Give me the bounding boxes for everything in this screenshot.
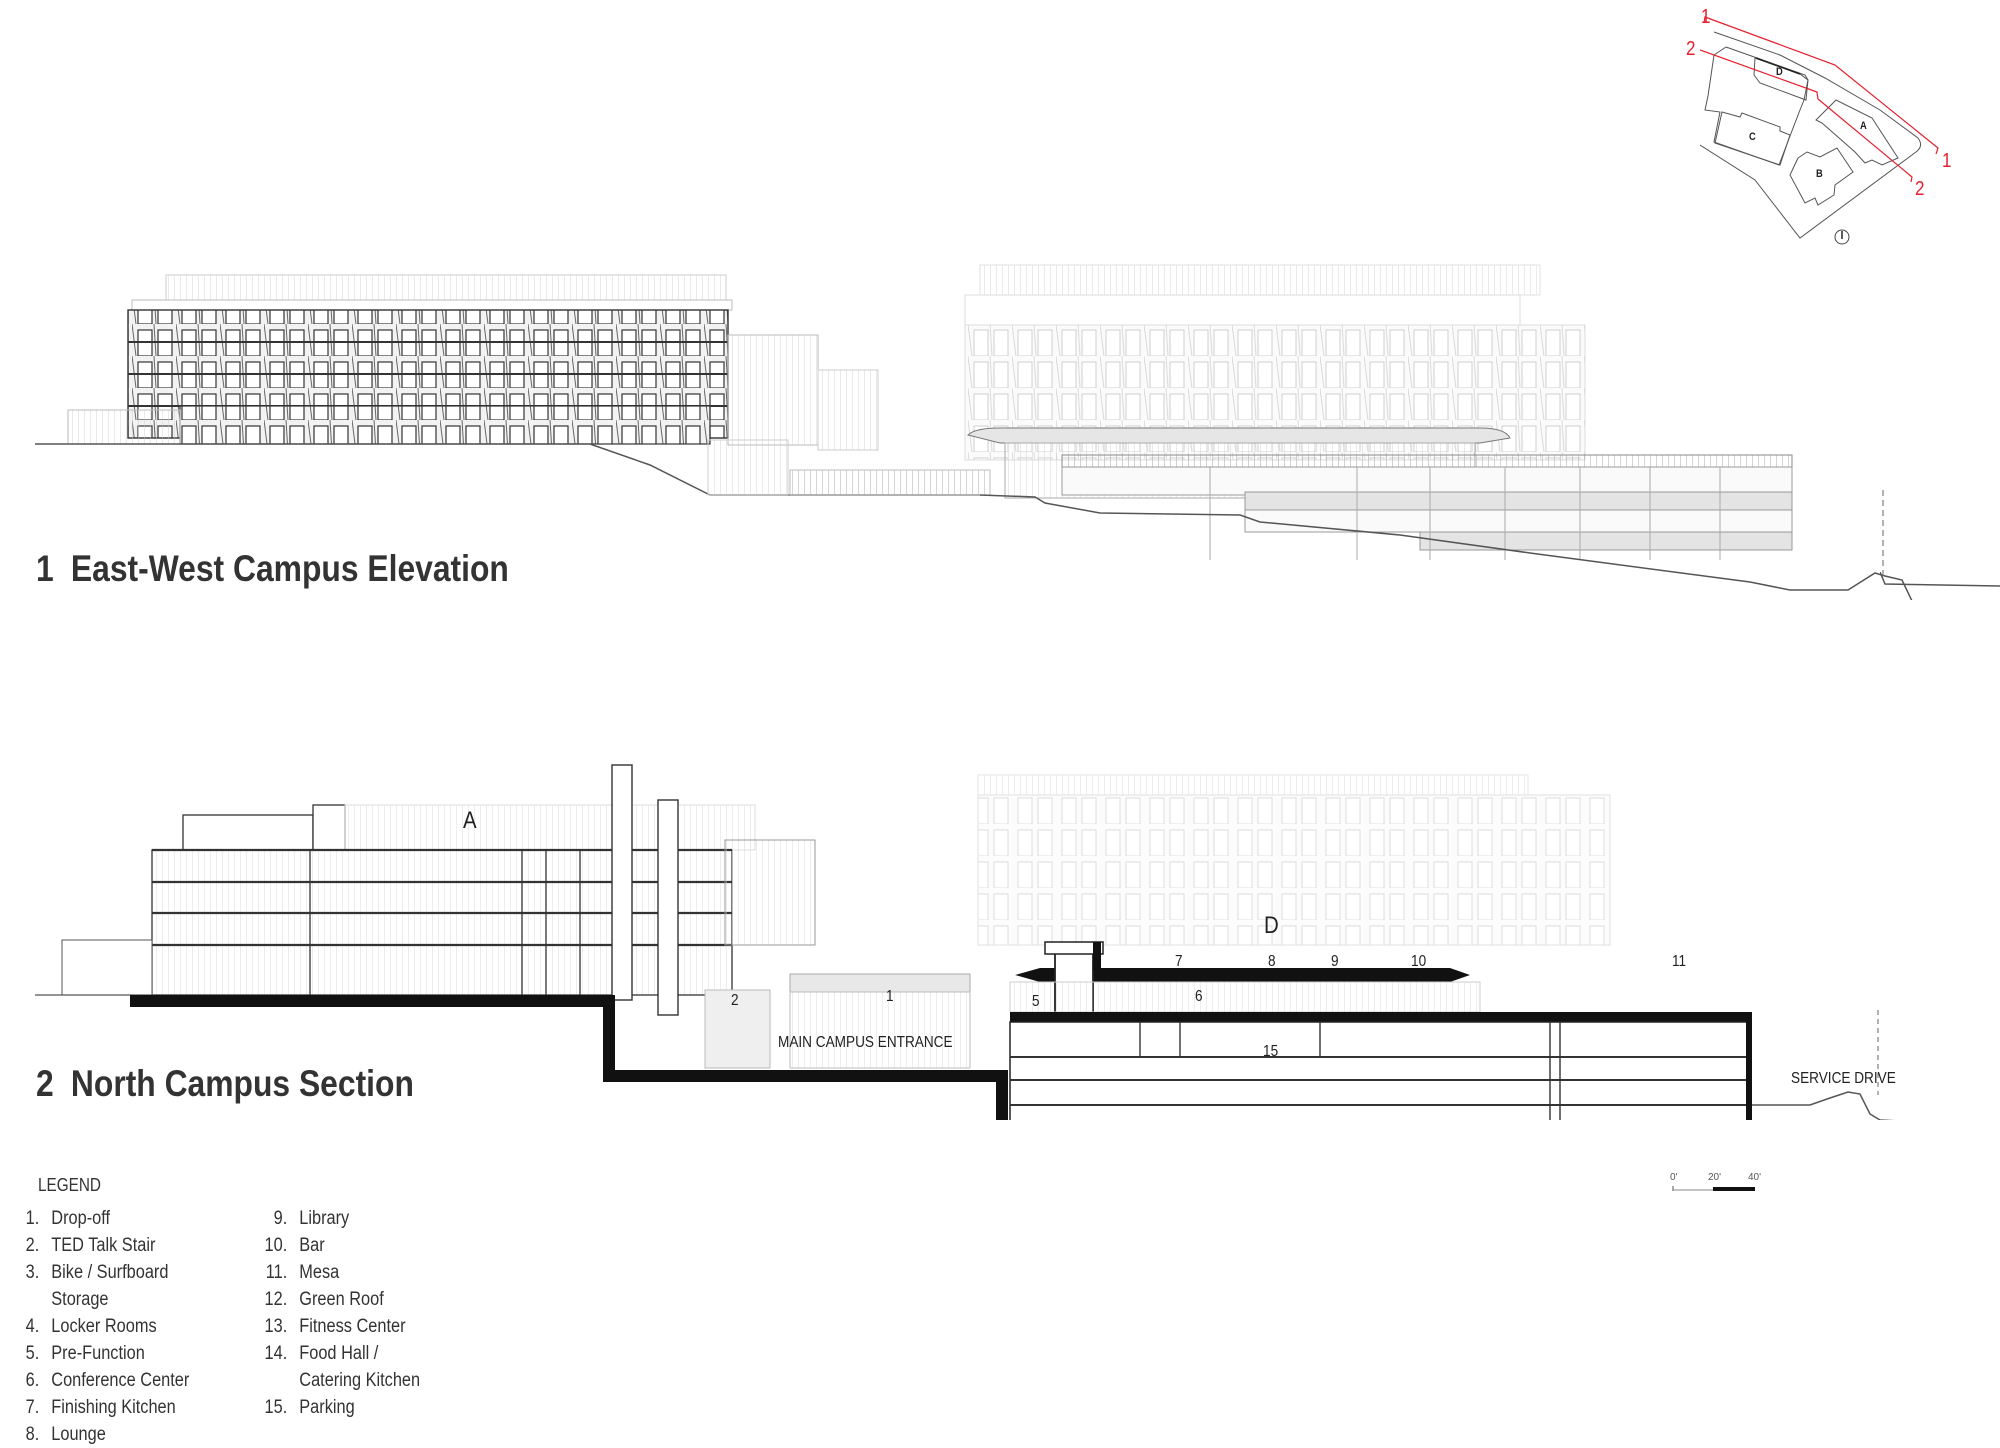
section-marker-1-end: 1 [1942,150,1952,172]
section-label-building-a: A [463,807,477,834]
space-label-1: 1 [886,988,894,1005]
service-drive-label: SERVICE DRIVE [1791,1070,1896,1087]
legend-item: 8.Lounge [25,1424,106,1445]
legend-item: 14.Food Hall / [264,1343,379,1364]
scale-tick-20: 20' [1708,1172,1722,1183]
drawing-2-title-text: North Campus Section [70,1063,414,1104]
section-marker-1-start: 1 [1701,6,1711,28]
keyplan-building-d: D [1776,66,1783,78]
space-label-8: 8 [1268,953,1276,970]
space-label-15: 15 [1263,1043,1279,1060]
legend-item: 2.TED Talk Stair [25,1235,156,1256]
space-label-6: 6 [1195,988,1203,1005]
drawing-2-number: 2 [36,1063,54,1104]
north-arrow-icon [1835,230,1849,244]
section-label-building-d: D [1264,912,1279,939]
legend-item: 9.Library [273,1208,350,1229]
legend-item: 10.Bar [264,1235,325,1256]
legend-title: LEGEND [38,1175,101,1195]
section-marker-2-end: 2 [1915,178,1925,200]
scale-bar-graphic [1672,1186,1755,1191]
section-marker-2-start: 2 [1686,38,1696,60]
legend-item: 15.Parking [264,1397,355,1418]
space-label-11: 11 [1672,953,1687,970]
drawing-1-title: 1 East-West Campus Elevation [36,548,509,590]
elevation-drawing [0,260,2000,600]
legend-item: 12.Green Roof [264,1289,384,1310]
main-campus-entrance-label: MAIN CAMPUS ENTRANCE [778,1034,953,1051]
legend-item: 3.Bike / Surfboard [25,1262,169,1283]
legend-item: 5.Pre-Function [25,1343,145,1364]
keyplan-building-a: A [1860,120,1867,132]
space-label-9: 9 [1331,953,1339,970]
keyplan-building-c: C [1749,131,1756,143]
key-plan: 1 1 2 2 A B C D [1686,0,2000,260]
legend-item: 1.Drop-off [25,1208,111,1229]
space-label-2: 2 [731,992,739,1009]
legend-item: 4.Locker Rooms [25,1316,157,1337]
section-drawing: A D 1 2 5 6 7 8 9 10 11 15 MAIN CAMPUS E… [0,760,2000,1120]
space-label-7: 7 [1175,953,1183,970]
scale-tick-0: 0' [1670,1172,1678,1183]
scale-tick-40: 40' [1748,1172,1762,1183]
legend-item: 11.Mesa [265,1262,340,1283]
drawing-1-title-text: East-West Campus Elevation [70,548,509,589]
legend-item: 7.Finishing Kitchen [25,1397,176,1418]
legend-item: Storage [51,1289,109,1310]
space-label-5: 5 [1032,993,1040,1010]
legend-item: 13.Fitness Center [264,1316,406,1337]
scale-bar: 0' 20' 40' [1670,1172,1790,1202]
legend-column-2: 9.Library 10.Bar 11.Mesa 12.Green Roof 1… [258,1205,446,1421]
legend-item: Catering Kitchen [299,1370,421,1391]
elevation-ground-tail [1880,572,2000,587]
space-label-10: 10 [1411,953,1427,970]
key-plan-drawing [1700,16,1939,245]
legend-column-1: 1.Drop-off 2.TED Talk Stair 3.Bike / Sur… [10,1205,219,1448]
drawing-1-number: 1 [36,548,54,589]
keyplan-building-b: B [1816,168,1823,180]
legend-item: 6.Conference Center [25,1370,190,1391]
drawing-2-title: 2 North Campus Section [36,1063,414,1105]
